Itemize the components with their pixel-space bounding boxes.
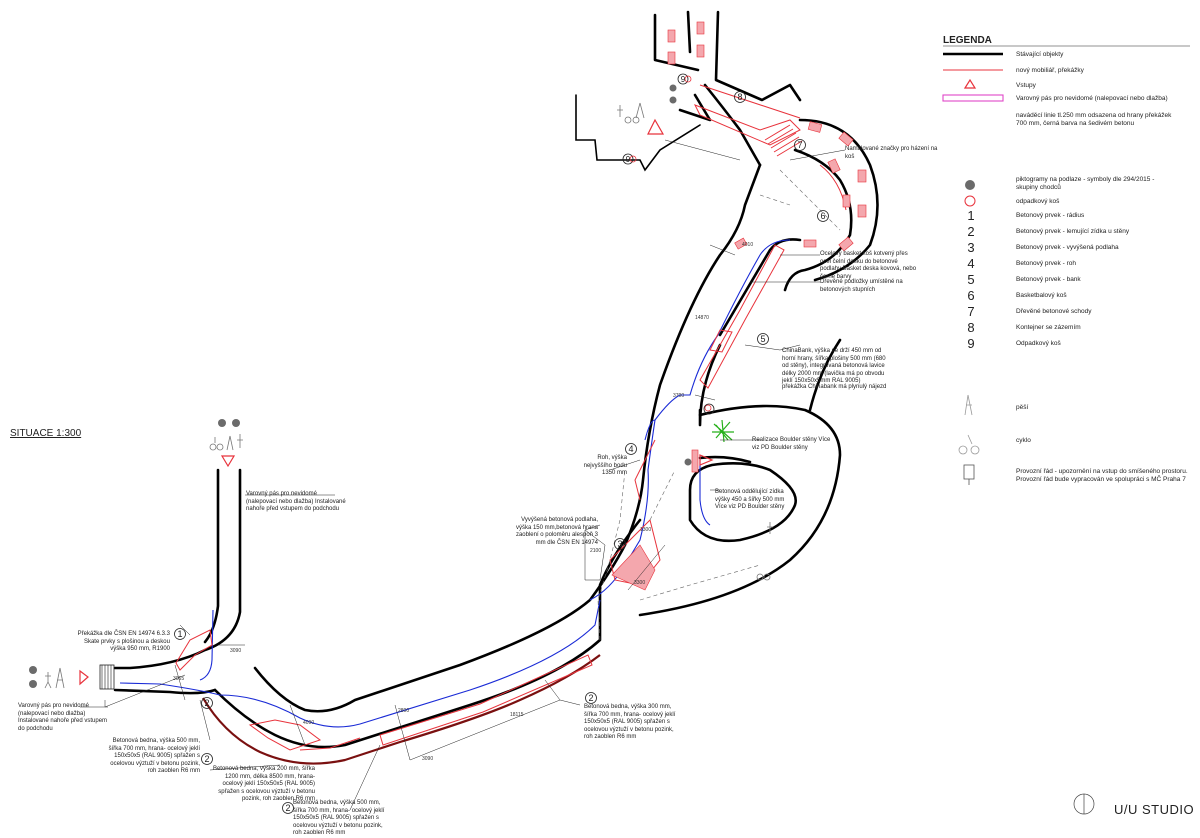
legend-num-4: 4 xyxy=(967,256,975,271)
dim-label: 2100 xyxy=(590,548,602,554)
pictograms xyxy=(44,102,773,689)
section-lines xyxy=(597,169,841,641)
note-chinabank: ChinaBank, výška se drží 450 mm od horní… xyxy=(782,348,886,384)
legend-warning: Varovný pás pro nevidomé (nalepovací neb… xyxy=(1016,95,1168,102)
legend-cyclist: cyklo xyxy=(1016,437,1031,444)
legend-sign: Provozní řád - upozornění na vstup do sm… xyxy=(1016,468,1188,484)
legend-text-7: Dřevěné betonové schody xyxy=(1016,308,1092,315)
legend-text-3: Betonový prvek - vyvýšená podlaha xyxy=(1016,244,1119,251)
dim-label: 3300 xyxy=(634,580,646,586)
north-arrow xyxy=(1073,793,1095,815)
boulder-plant xyxy=(712,419,734,443)
callout-2c: 2 xyxy=(285,803,291,813)
dim-label: 3700 xyxy=(673,393,685,399)
note-wood-pads: Dřevěné podložky umístěné na betonových … xyxy=(820,279,903,293)
legend-text-2: Betonový prvek - lemující zídka u stěny xyxy=(1016,228,1130,235)
dim-label: 4090 xyxy=(303,720,315,726)
note-beam-500: Betonová bedna, výška 500 mm, šířka 700 … xyxy=(108,738,200,774)
entry-marks xyxy=(79,118,714,686)
callout-1: 1 xyxy=(177,629,183,639)
legend-symbols xyxy=(942,45,1190,485)
dim-label: 1300 xyxy=(640,527,652,533)
note-marks: Namalované značky pro házení na koš xyxy=(845,146,938,160)
dim-label: 3090 xyxy=(230,648,242,654)
callout-2a: 2 xyxy=(204,698,210,708)
note-beam-200: Betonová bedna, výška 200 mm, šířka 1200… xyxy=(212,766,315,802)
new-furniture xyxy=(175,84,847,765)
note-warning-top: Varovný pás pro nevidomé (nalepovací neb… xyxy=(246,491,346,512)
dim-label: 18115 xyxy=(510,712,524,718)
annotation-leaders xyxy=(80,149,846,811)
wooden-steps xyxy=(764,124,803,157)
existing-walls xyxy=(113,10,879,749)
legend-num-2: 2 xyxy=(967,224,975,239)
legend-num-1: 1 xyxy=(967,208,975,223)
legend-bin: odpadkový koš xyxy=(1016,198,1060,205)
note-raised-floor: Vyvýšená betonová podlaha, výška 150 mm,… xyxy=(515,517,598,546)
legend-heading: LEGENDA xyxy=(943,35,992,46)
legend-num-3: 3 xyxy=(967,240,975,255)
legend-existing: Stávající objekty xyxy=(1016,51,1064,58)
callout-9b: 9 xyxy=(625,155,631,164)
callout-5: 5 xyxy=(760,334,766,344)
note-separating-wall: Betonová oddělující zídka výšky 450 a ší… xyxy=(715,489,785,510)
callout-2d: 2 xyxy=(588,693,594,703)
dim-label: 3090 xyxy=(422,756,434,762)
warning-stripes xyxy=(99,664,115,690)
note-beam-300: Betonová bedna, výška 300 mm, šířka 700 … xyxy=(584,704,676,740)
dimension-lines xyxy=(174,139,741,761)
note-warning-left: Varovný pás pro nevidomé (nalepovací neb… xyxy=(18,703,108,732)
callout-circles xyxy=(174,73,829,814)
drawing-title: SITUACE 1:300 xyxy=(10,428,82,439)
callout-8: 8 xyxy=(737,92,743,102)
note-boulder: Realizace Boulder stěny Více viz PD Boul… xyxy=(752,437,831,451)
legend-text-4: Betonový prvek - roh xyxy=(1016,260,1076,267)
legend-guide: naváděcí linie tl.250 mm odsazena od hra… xyxy=(1016,112,1172,128)
callout-3: 3 xyxy=(617,539,623,549)
callout-2b: 2 xyxy=(204,754,210,764)
callout-7: 7 xyxy=(797,140,803,150)
legend-new: nový mobiliář, překážky xyxy=(1016,67,1084,74)
note-basket: Ocelový basket koš kotvený přes ocel čel… xyxy=(820,251,917,280)
legend-entry: Vstupy xyxy=(1016,82,1036,89)
note-corner: Roh, výška nejvyššího bodu 1350 mm xyxy=(583,455,627,476)
studio-name: U/U STUDIO xyxy=(1114,802,1195,817)
callout-9a: 9 xyxy=(680,75,686,84)
legend-num-6: 6 xyxy=(967,288,975,303)
dim-label: 2800 xyxy=(398,708,410,714)
legend-num-7: 7 xyxy=(967,304,975,319)
callout-6: 6 xyxy=(820,211,826,221)
callout-4: 4 xyxy=(628,444,634,454)
dim-label: 3065 xyxy=(173,676,185,682)
note-chinabank-ramp: překážka Chinabank má plynulý nájezd xyxy=(782,384,887,390)
legend-num-9: 9 xyxy=(967,336,975,351)
legend-pedestrian: pěší xyxy=(1016,404,1029,411)
pictogram-dots xyxy=(29,84,692,688)
pink-blocks xyxy=(611,21,867,591)
legend-text-1: Betonový prvek - rádius xyxy=(1016,212,1085,219)
note-obstacle: Překážka dle ČSN EN 14974 6.3.3 Skate pr… xyxy=(77,631,170,652)
legend-pictogram: piktogramy na podlaze - symboly dle 294/… xyxy=(1016,176,1155,192)
legend-text-5: Betonový prvek - bank xyxy=(1016,276,1081,283)
legend-text-6: Basketbalový koš xyxy=(1016,292,1067,299)
legend-text-8: Kontejner se zázemím xyxy=(1016,324,1081,331)
dim-label: 14870 xyxy=(695,315,709,321)
legend-num-8: 8 xyxy=(967,320,975,335)
legend-num-5: 5 xyxy=(967,272,975,287)
dim-label: 4010 xyxy=(742,242,754,248)
legend-text-9: Odpadkový koš xyxy=(1016,340,1061,347)
